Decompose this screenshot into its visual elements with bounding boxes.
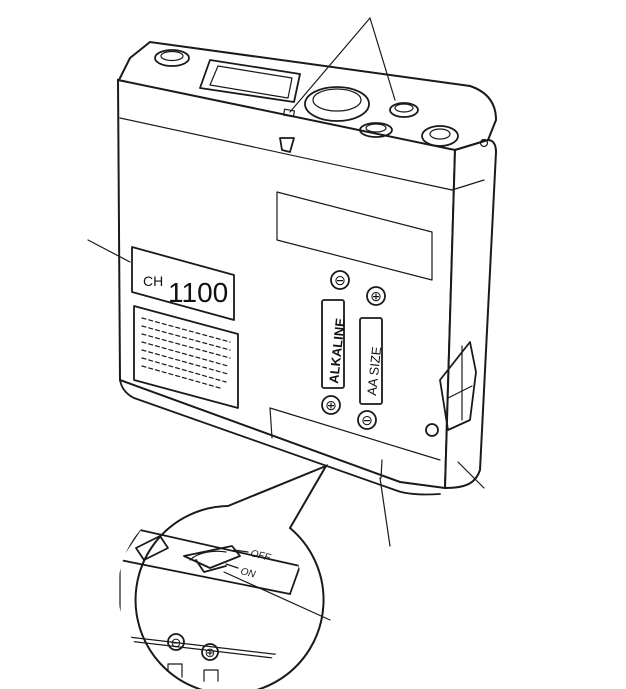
model-number: 1100 [168, 277, 228, 308]
battery-minus-top: ⊖ [334, 272, 346, 288]
inset-outline [136, 466, 326, 689]
battery-minus-bottom: ⊖ [361, 412, 373, 428]
model-prefix: CH [143, 273, 163, 289]
battery-plus-top: ⊕ [370, 288, 382, 304]
magnified-inset: ⊖ ⊕ OFF ON [120, 466, 330, 689]
inset-plus: ⊕ [205, 645, 216, 660]
inset-minus: ⊖ [171, 635, 182, 650]
battery-plus-bottom: ⊕ [325, 397, 337, 413]
